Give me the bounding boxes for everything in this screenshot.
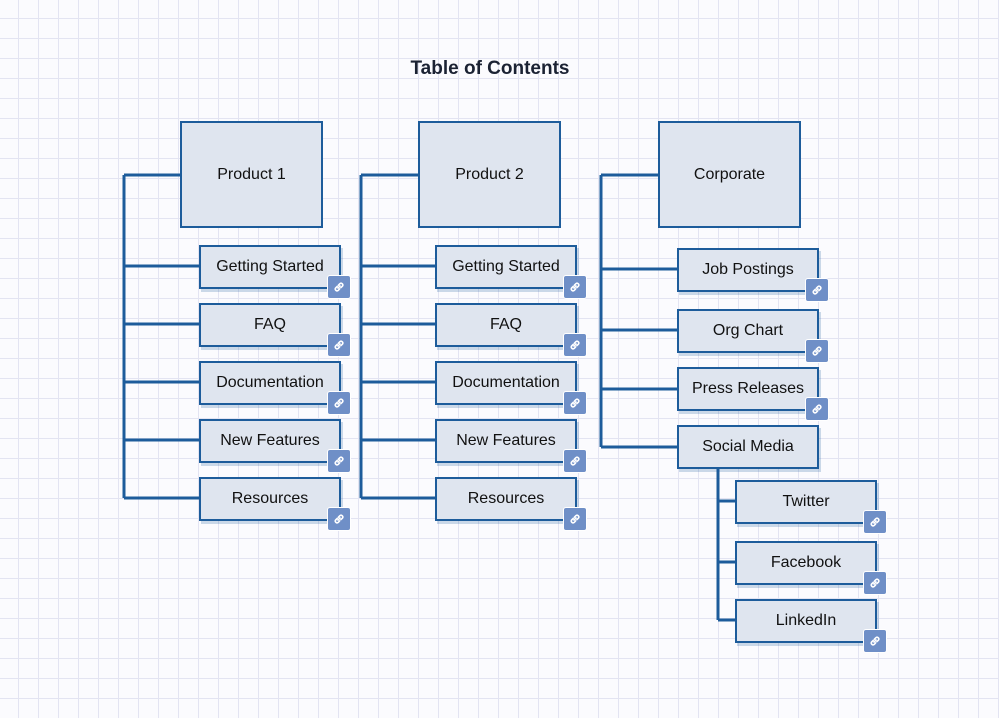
link-icon[interactable]: [327, 333, 351, 357]
item-documentation[interactable]: Documentation: [435, 361, 587, 415]
link-icon[interactable]: [805, 278, 829, 302]
item-label: Job Postings: [702, 261, 794, 278]
item-label: Documentation: [216, 374, 324, 391]
item-resources[interactable]: Resources: [435, 477, 587, 531]
item-facebook[interactable]: Facebook: [735, 541, 887, 595]
section-label: Corporate: [693, 165, 766, 183]
item-resources[interactable]: Resources: [199, 477, 351, 531]
item-label: Getting Started: [452, 258, 560, 275]
item-label: Facebook: [770, 554, 842, 571]
item-label: Social Media: [702, 438, 794, 455]
section-label: Product 1: [217, 165, 286, 183]
link-icon[interactable]: [805, 339, 829, 363]
item-label: New Features: [220, 432, 320, 449]
link-icon[interactable]: [563, 275, 587, 299]
section-product-1[interactable]: Product 1: [180, 121, 323, 228]
link-icon[interactable]: [563, 507, 587, 531]
item-org-chart[interactable]: Org Chart: [677, 309, 829, 363]
item-documentation[interactable]: Documentation: [199, 361, 351, 415]
item-label: Resources: [231, 490, 309, 507]
item-label: FAQ: [489, 316, 522, 333]
item-press-releases[interactable]: Press Releases: [677, 367, 829, 421]
link-icon[interactable]: [805, 397, 829, 421]
item-faq[interactable]: FAQ: [199, 303, 351, 357]
link-icon[interactable]: [327, 275, 351, 299]
item-new-features[interactable]: New Features: [435, 419, 587, 473]
item-linkedin[interactable]: LinkedIn: [735, 599, 887, 653]
item-faq[interactable]: FAQ: [435, 303, 587, 357]
item-label: New Features: [456, 432, 556, 449]
link-icon[interactable]: [863, 629, 887, 653]
section-label: Product 2: [455, 165, 524, 183]
link-icon[interactable]: [863, 571, 887, 595]
item-label: FAQ: [253, 316, 286, 333]
corporate-connectors: [599, 173, 735, 622]
diagram-title: Table of Contents: [410, 58, 570, 79]
link-icon[interactable]: [563, 391, 587, 415]
item-getting-started[interactable]: Getting Started: [199, 245, 351, 299]
product-1-connectors: [122, 173, 199, 500]
section-product-2[interactable]: Product 2: [418, 121, 561, 228]
link-icon[interactable]: [863, 510, 887, 534]
item-label: Documentation: [452, 374, 560, 391]
link-icon[interactable]: [327, 449, 351, 473]
item-job-postings[interactable]: Job Postings: [677, 248, 829, 302]
link-icon[interactable]: [563, 333, 587, 357]
item-label: LinkedIn: [775, 612, 837, 629]
item-social-media[interactable]: Social Media: [677, 425, 819, 469]
item-new-features[interactable]: New Features: [199, 419, 351, 473]
link-icon[interactable]: [563, 449, 587, 473]
product-2-connectors: [359, 173, 435, 500]
link-icon[interactable]: [327, 391, 351, 415]
item-getting-started[interactable]: Getting Started: [435, 245, 587, 299]
item-label: Org Chart: [712, 322, 784, 339]
link-icon[interactable]: [327, 507, 351, 531]
item-label: Twitter: [782, 493, 830, 510]
item-twitter[interactable]: Twitter: [735, 480, 887, 534]
item-label: Getting Started: [216, 258, 324, 275]
section-corporate[interactable]: Corporate: [658, 121, 801, 228]
item-label: Press Releases: [691, 380, 805, 397]
item-label: Resources: [467, 490, 545, 507]
